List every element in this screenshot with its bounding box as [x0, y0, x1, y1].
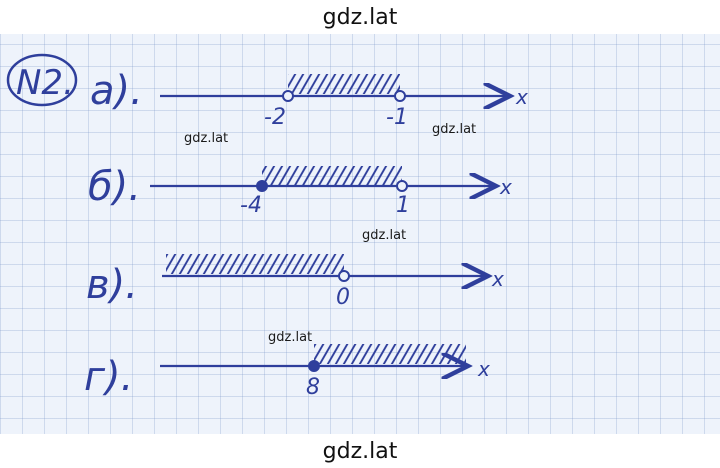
part-d-axis-label: x: [477, 357, 490, 381]
problem-number-text: N2.: [16, 63, 74, 103]
part-b-axis-label: x: [499, 175, 512, 199]
site-watermark-top[interactable]: gdz.lat: [322, 4, 398, 30]
watermark-4: gdz.lat: [268, 330, 313, 345]
part-c-hatch: [166, 254, 344, 274]
part-a-hatch: [288, 74, 400, 94]
part-d-point-label: 8: [306, 375, 320, 400]
part-d-closed-point: [308, 360, 320, 372]
part-c-axis-label: x: [491, 267, 504, 291]
watermark-1: gdz.lat: [184, 131, 229, 146]
part-b-closed-point: [256, 180, 268, 192]
watermark-2: gdz.lat: [432, 122, 477, 137]
part-b-open-point: [396, 180, 408, 192]
problem-number: N2.: [6, 53, 78, 107]
part-c: в). 0 x: [86, 254, 504, 310]
part-a-axis-label: x: [515, 85, 528, 109]
part-b-hatch: [262, 166, 402, 186]
part-b-point-label-right: 1: [396, 193, 410, 218]
part-c-point-label: 0: [336, 285, 350, 310]
part-a: а). -2 -1 x: [90, 68, 528, 130]
part-a-point-label-right: -1: [386, 105, 408, 130]
part-d-label: г).: [84, 354, 133, 400]
part-a-open-point-left: [282, 90, 294, 102]
watermark-3: gdz.lat: [362, 228, 407, 243]
top-banner: gdz.lat: [0, 0, 720, 34]
part-c-open-point: [338, 270, 350, 282]
part-b-label: б).: [88, 164, 141, 210]
part-a-label: а).: [90, 68, 143, 114]
part-a-point-label-left: -2: [264, 105, 286, 130]
part-d: г). 8 x: [84, 344, 490, 400]
part-d-hatch: [314, 344, 466, 364]
bottom-banner: gdz.lat: [0, 434, 720, 468]
site-watermark-bottom[interactable]: gdz.lat: [322, 438, 398, 464]
part-a-open-point-right: [394, 90, 406, 102]
part-b-point-label-left: -4: [240, 193, 262, 218]
part-b: б). -4 1 x: [88, 164, 512, 218]
part-c-label: в).: [86, 262, 138, 308]
problem-number-circle: [6, 53, 78, 107]
